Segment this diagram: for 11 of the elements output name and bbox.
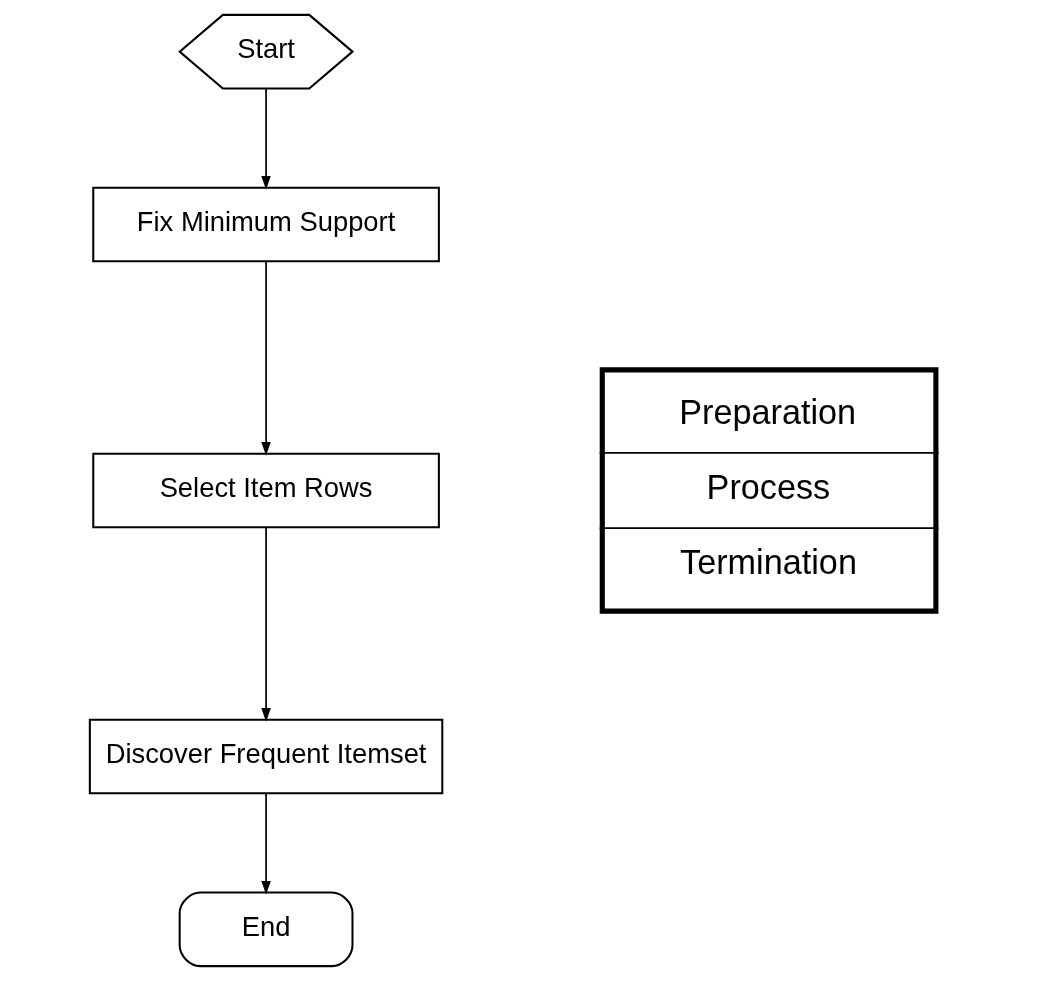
arrow: [261, 792, 271, 895]
arrow: [261, 526, 271, 722]
legend-label: Process: [706, 468, 831, 507]
node-box: Select Item Rows: [92, 452, 440, 529]
arrow: [261, 87, 271, 190]
legend-label: Preparation: [679, 392, 857, 431]
node-box: Discover Frequent Itemset: [88, 718, 444, 795]
node-box: Fix Minimum Support: [92, 186, 440, 263]
legend-label: Termination: [680, 543, 857, 582]
node-box: End: [178, 891, 354, 968]
arrow: [261, 260, 271, 456]
